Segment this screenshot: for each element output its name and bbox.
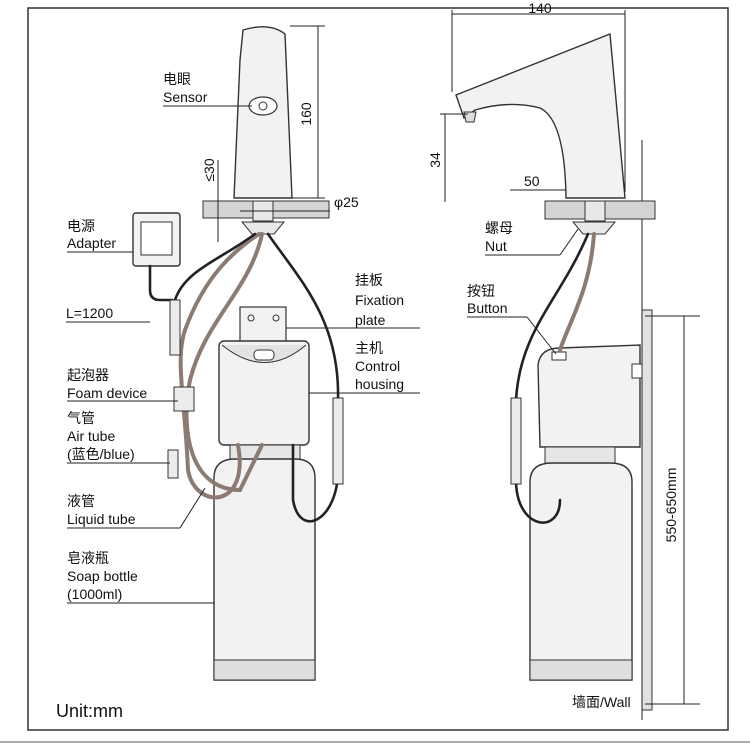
liquid-tube-front [184, 232, 264, 493]
label-plate-cn: 挂板 [355, 272, 383, 288]
label-nut-cn: 螺母 [485, 220, 513, 236]
adapter-cord [148, 264, 177, 322]
plate-screw-left [247, 314, 255, 322]
label-button-en: Button [467, 300, 507, 316]
label-sensor-cn: 电眼 [163, 71, 191, 87]
label-liquid-en: Liquid tube [67, 511, 136, 527]
sensor-lens [258, 101, 268, 111]
label-button-cn: 按钮 [467, 283, 495, 299]
side-view: 140 34 50 螺母 Nut 按钮 Button 550-650m [427, 0, 700, 720]
label-bottle-cn: 皂液瓶 [67, 550, 109, 566]
faucet-body-side [455, 33, 626, 199]
label-air-color: (蓝色/blue) [67, 446, 135, 462]
label-bottle-cap: (1000ml) [67, 586, 122, 602]
leader-button-diag [526, 316, 557, 355]
label-sensor-en: Sensor [163, 89, 208, 105]
leader-liquid-diag [179, 487, 206, 529]
wall [641, 309, 653, 711]
label-plate-en2: plate [355, 312, 386, 328]
label-wall: 墙面/Wall [572, 694, 631, 710]
label-cable-length: L=1200 [66, 305, 113, 321]
label-plate-en1: Fixation [355, 292, 404, 308]
leader-nut-diag [559, 228, 579, 256]
bottle-base-front [213, 659, 316, 681]
label-housing-cn: 主机 [355, 340, 383, 356]
adapter-face [140, 221, 173, 256]
diagram-frame [27, 7, 729, 731]
dim-140: 140 [528, 0, 552, 16]
label-adapter-en: Adapter [67, 235, 116, 251]
button-front [253, 349, 275, 361]
label-foam-cn: 起泡器 [67, 367, 109, 383]
button-side [551, 351, 567, 361]
dim-160: 160 [298, 102, 314, 126]
connector-sensor [332, 397, 344, 485]
housing-clip [631, 363, 643, 379]
dim-25: φ25 [334, 194, 359, 210]
fixation-plate [239, 306, 287, 346]
label-housing-en2: housing [355, 376, 404, 392]
bottle-base-side [529, 659, 633, 681]
air-tube-fitting [167, 449, 179, 479]
label-adapter-cn: 电源 [67, 218, 95, 234]
dim-50: 50 [524, 173, 540, 189]
label-bottle-en: Soap bottle [67, 568, 138, 584]
bottle-cap-side [544, 446, 616, 464]
dim-34: 34 [427, 152, 443, 168]
nut-front [240, 221, 286, 235]
label-air-en: Air tube [67, 428, 115, 444]
soap-bottle-side [529, 462, 633, 681]
unit-label: Unit:mm [56, 701, 123, 721]
dim-30: ≤30 [201, 158, 217, 181]
label-housing-en1: Control [355, 358, 400, 374]
power-wire-front [173, 232, 257, 342]
nut-side [571, 221, 617, 235]
control-housing-side [537, 344, 641, 448]
label-foam-en: Foam device [67, 385, 147, 401]
label-air-cn: 气管 [67, 410, 95, 426]
front-view: 160 ≤30 φ25 电眼 Sensor 电源 Adapter L=1200 … [66, 25, 420, 681]
plate-screw-right [272, 314, 280, 322]
label-nut-en: Nut [485, 238, 507, 254]
soap-bottle-front [213, 458, 316, 681]
connector-power [169, 299, 181, 356]
dim-install-height: 550-650mm [663, 468, 679, 543]
connector-side [510, 397, 522, 485]
tube-side [558, 232, 596, 352]
label-liquid-cn: 液管 [67, 493, 95, 509]
foam-device [173, 386, 195, 412]
shank-side [584, 200, 606, 222]
